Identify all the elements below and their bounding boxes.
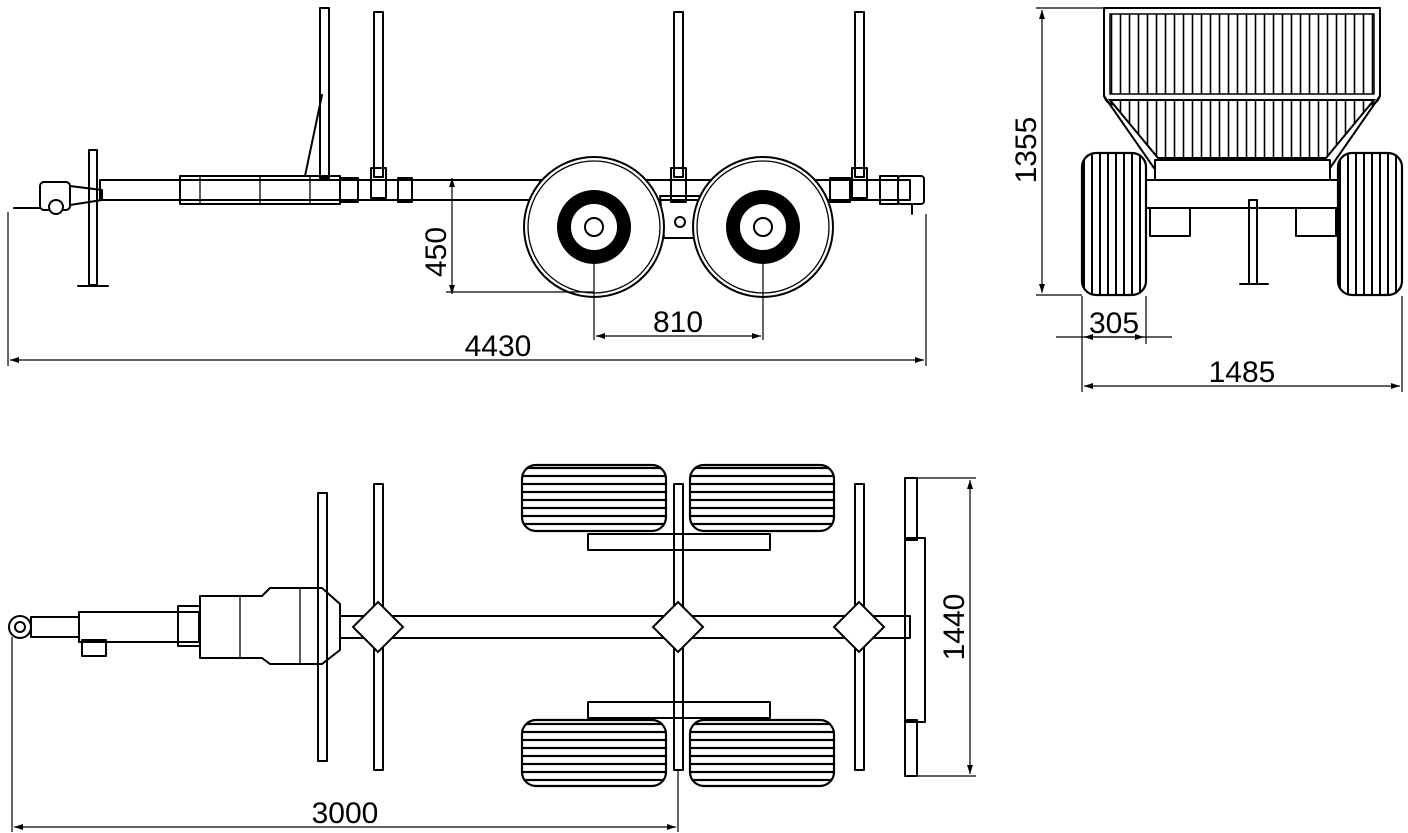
top-turntable-plate [199, 587, 341, 665]
top-view: 3000 1440 [8, 463, 976, 832]
axle-spacing-label: 810 [653, 306, 703, 339]
dimension-wheel-width: 305 [1056, 307, 1172, 340]
top-wheel-front-right [520, 718, 668, 788]
dimension-axle-spacing: 810 [596, 306, 761, 339]
side-wheel-rear [692, 156, 834, 298]
dimension-top-length: 3000 [14, 797, 676, 830]
dimension-width: 1485 [1084, 356, 1400, 389]
side-extension-lines [7, 212, 927, 366]
top-headboard [317, 492, 328, 762]
side-stakes [370, 11, 868, 203]
dimension-top-width: 1440 [938, 480, 973, 774]
rear-wheel-right [1336, 151, 1404, 297]
rear-view: 1355 305 1485 [1010, 7, 1404, 392]
side-wheel-front [523, 156, 665, 298]
dimension-height: 1355 [1010, 10, 1045, 293]
top-wheel-rear-right [688, 718, 836, 788]
width-label: 1485 [1209, 356, 1276, 389]
top-axle-arms [587, 533, 771, 719]
top-wheel-rear-left [688, 463, 836, 533]
dimension-ground-clearance: 450 [420, 178, 455, 294]
side-headboard [304, 7, 330, 179]
side-hitch [13, 181, 103, 215]
top-wheel-front-left [520, 463, 668, 533]
rear-wheel-left [1080, 151, 1148, 297]
side-view: 4430 810 450 [7, 7, 927, 366]
top-width-label: 1440 [938, 594, 971, 661]
top-drawbar [8, 605, 201, 657]
top-length-label: 3000 [312, 797, 379, 830]
top-cross-bunks [351, 483, 886, 771]
top-extension-lines [11, 477, 976, 832]
side-support-leg [77, 149, 109, 287]
overall-length-label: 4430 [465, 330, 532, 363]
top-main-beam [339, 477, 926, 777]
rear-bunk [1103, 7, 1381, 181]
height-label: 1355 [1010, 117, 1043, 184]
dimension-overall-length: 4430 [10, 330, 924, 363]
rear-axle [1144, 179, 1341, 285]
wheel-width-label: 305 [1089, 307, 1139, 340]
rear-extension-lines [1036, 7, 1403, 392]
ground-clearance-label: 450 [420, 227, 453, 277]
